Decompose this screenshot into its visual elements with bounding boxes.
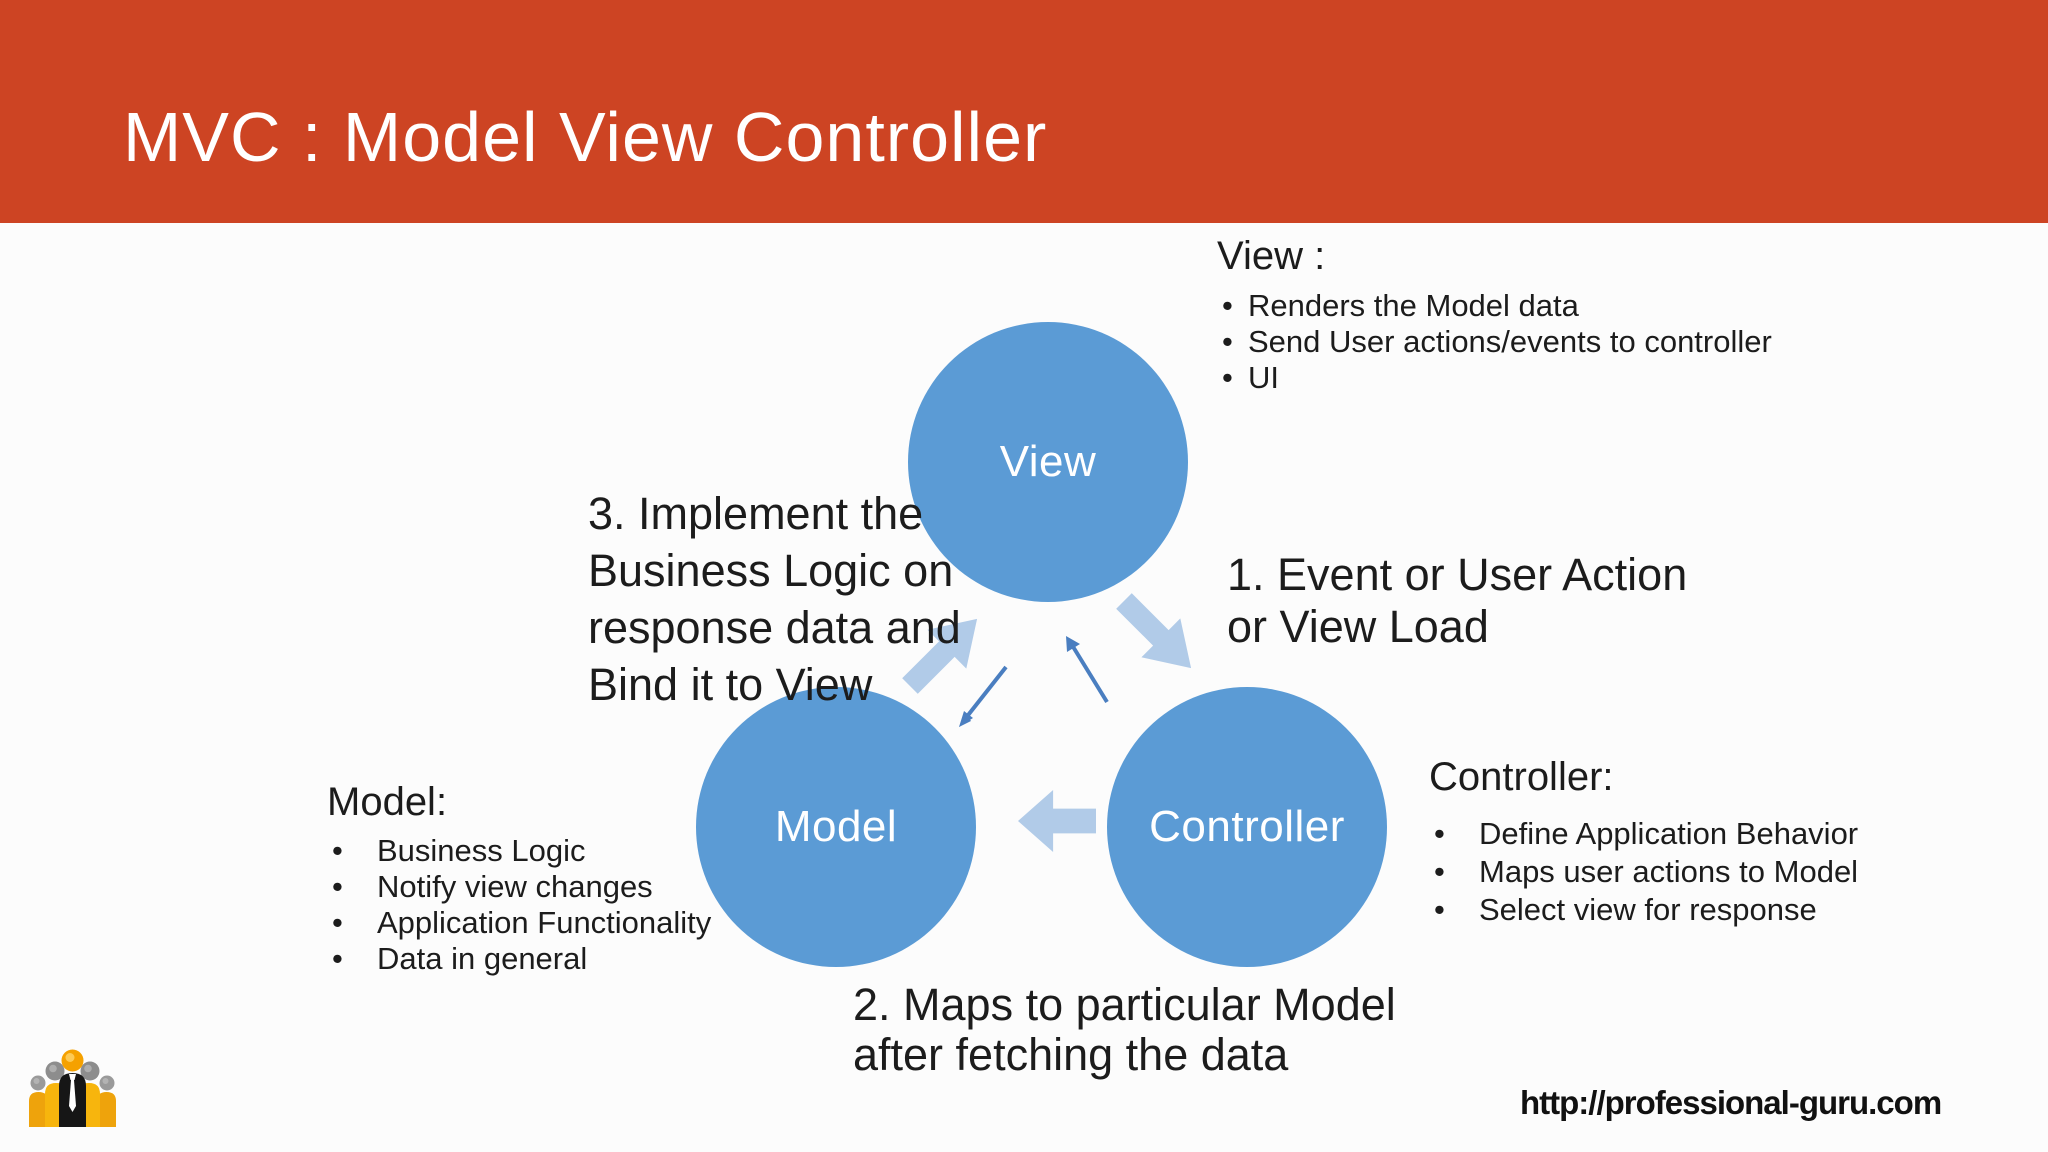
header-bar: MVC : Model View Controller (0, 0, 2048, 223)
thin-arrow-view-to-model-icon (959, 665, 1008, 727)
controller-annotation-heading: Controller: (1429, 755, 1614, 799)
slide-title: MVC : Model View Controller (123, 98, 1048, 176)
node-view-label: View (999, 437, 1097, 486)
list-item: Renders the Model data (1222, 288, 1772, 324)
thin-arrow-controller-to-view-icon (1066, 636, 1109, 704)
list-item: Notify view changes (332, 869, 711, 905)
model-annotation-heading: Model: (327, 780, 448, 824)
footer-url: http://professional-guru.com (1520, 1084, 1942, 1121)
node-controller-label: Controller (1149, 802, 1345, 851)
list-item: Define Application Behavior (1434, 815, 1858, 853)
flow-label-2: 2. Maps to particular Model after fetchi… (853, 979, 1396, 1080)
block-arrow-view-to-controller-icon (1104, 581, 1210, 687)
node-model: Model (696, 687, 976, 967)
controller-annotation-list: Define Application Behavior Maps user ac… (1434, 815, 1858, 929)
block-arrow-model-to-view-icon (890, 599, 996, 705)
view-annotation-list: Renders the Model data Send User actions… (1222, 288, 1772, 396)
view-annotation-heading: View : (1217, 234, 1326, 278)
flow-label-1: 1. Event or User Action or View Load (1227, 549, 1688, 652)
list-item: Business Logic (332, 833, 711, 869)
block-arrow-controller-to-model-icon (1018, 790, 1096, 852)
node-controller: Controller (1107, 687, 1387, 967)
node-view: View (908, 322, 1188, 602)
list-item: Maps user actions to Model (1434, 853, 1858, 891)
flow-label-3: 3. Implement the Business Logic on respo… (588, 488, 961, 710)
node-model-label: Model (774, 802, 898, 851)
list-item: UI (1222, 360, 1772, 396)
list-item: Data in general (332, 941, 711, 977)
model-annotation-list: Business Logic Notify view changes Appli… (332, 833, 711, 977)
list-item: Select view for response (1434, 891, 1858, 929)
list-item: Application Functionality (332, 905, 711, 941)
list-item: Send User actions/events to controller (1222, 324, 1772, 360)
team-people-logo-icon (29, 1049, 116, 1127)
